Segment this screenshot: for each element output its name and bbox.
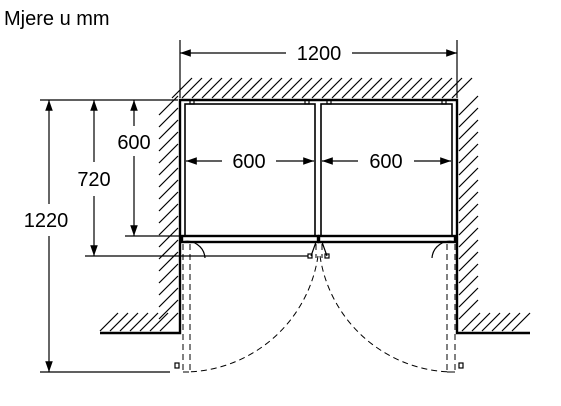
wall-niche <box>99 77 531 335</box>
dim-depth-unit-label: 600 <box>117 132 150 154</box>
dim-unit-width-left: 600 <box>186 151 314 173</box>
wall-hatch-right <box>458 95 479 320</box>
door-swing <box>174 240 464 373</box>
dim-overall-width-label: 1200 <box>297 43 342 65</box>
wall-hatch-top <box>171 77 473 99</box>
dim-depth-doors-open: 1220 <box>24 100 69 372</box>
dim-overall-width: 1200 <box>179 40 458 98</box>
dim-depth-unit: 600 <box>117 100 151 236</box>
dim-unit-width-right: 600 <box>322 151 451 173</box>
dim-depth-doors-open-label: 1220 <box>24 210 69 232</box>
wall-hatch-bottom-left <box>99 312 179 332</box>
dim-unit-width-left-label: 600 <box>232 151 265 173</box>
wall-hatch-bottom-right <box>461 312 531 332</box>
dim-depth-with-doors: 720 <box>77 100 111 256</box>
diagram-title: Mjere u mm <box>4 8 110 30</box>
dim-unit-width-right-label: 600 <box>369 151 402 173</box>
dim-depth-with-doors-label: 720 <box>77 169 110 191</box>
doors-closed <box>180 234 457 259</box>
wall-hatch-left <box>158 95 179 320</box>
